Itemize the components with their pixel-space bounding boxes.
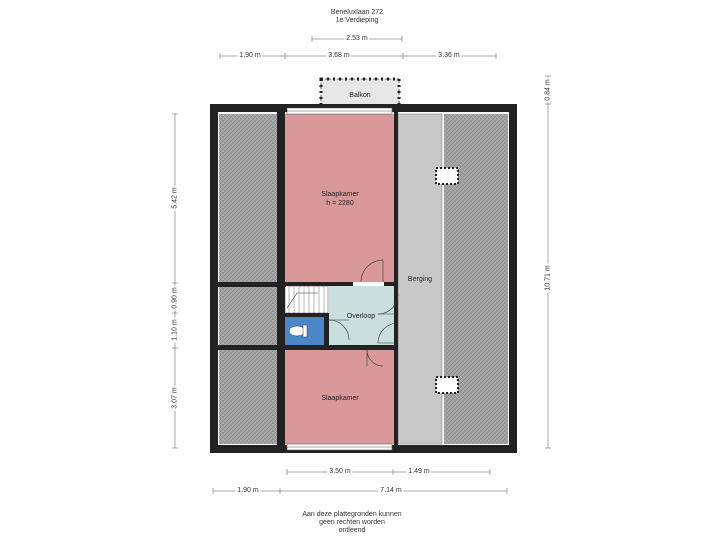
dim-right-top: 0.84 m xyxy=(544,77,552,103)
label-berging: Berging xyxy=(408,276,432,283)
roof-slope-left-top xyxy=(219,114,277,282)
dimension-lines-bottom xyxy=(212,469,508,494)
label-balkon: Balkon xyxy=(349,92,371,99)
roof-slope-left-bottom xyxy=(219,350,277,444)
dim-bottom-right: 7.14 m xyxy=(378,487,404,495)
storage xyxy=(398,114,442,444)
label-slaapkamer-1-height: h = 2280 xyxy=(326,200,354,207)
label-slaapkamer-2: Slaapkamer xyxy=(321,395,359,402)
dim-top-right: 3.36 m xyxy=(436,52,462,60)
dim-right-main: 10.71 m xyxy=(544,263,552,293)
toilet-icon xyxy=(288,324,308,338)
label-overloop: Overloop xyxy=(347,313,376,320)
footer-line-1: Aan deze plattegronden kunnen xyxy=(302,511,402,518)
bedroom-1 xyxy=(285,114,394,282)
label-slaapkamer-1: Slaapkamer xyxy=(321,191,359,198)
dim-bottom-mid2: 1.49 m xyxy=(406,468,432,476)
footer-line-3: ontleend xyxy=(338,527,366,534)
landing xyxy=(329,286,394,346)
roof-slope-left-mid xyxy=(219,287,277,345)
dim-left-mid1: 0.90 m xyxy=(171,285,179,311)
interior-walls xyxy=(218,112,398,445)
dim-top-left: 1.90 m xyxy=(237,52,263,60)
dim-left-top: 5.42 m xyxy=(171,185,179,211)
dim-left-mid2: 1.10 m xyxy=(171,317,179,343)
dim-top-center: 2.53 m xyxy=(344,35,370,43)
footer-line-2: geen rechten worden xyxy=(319,519,385,526)
dim-bottom-mid1: 3.50 m xyxy=(327,468,353,476)
roof-slope-right xyxy=(444,114,508,444)
dim-top-mid: 3.68 m xyxy=(326,52,352,60)
dim-bottom-left: 1.90 m xyxy=(235,487,261,495)
stairs xyxy=(284,285,329,314)
skylight-top xyxy=(435,167,459,185)
bedroom-2 xyxy=(285,350,394,444)
plan-title: Beneluxlaan 272 xyxy=(330,9,384,16)
doors xyxy=(328,259,399,367)
skylight-bottom xyxy=(435,376,459,394)
plan-subtitle: 1e Verdieping xyxy=(335,17,379,24)
dim-left-bottom: 3.07 m xyxy=(171,385,179,411)
